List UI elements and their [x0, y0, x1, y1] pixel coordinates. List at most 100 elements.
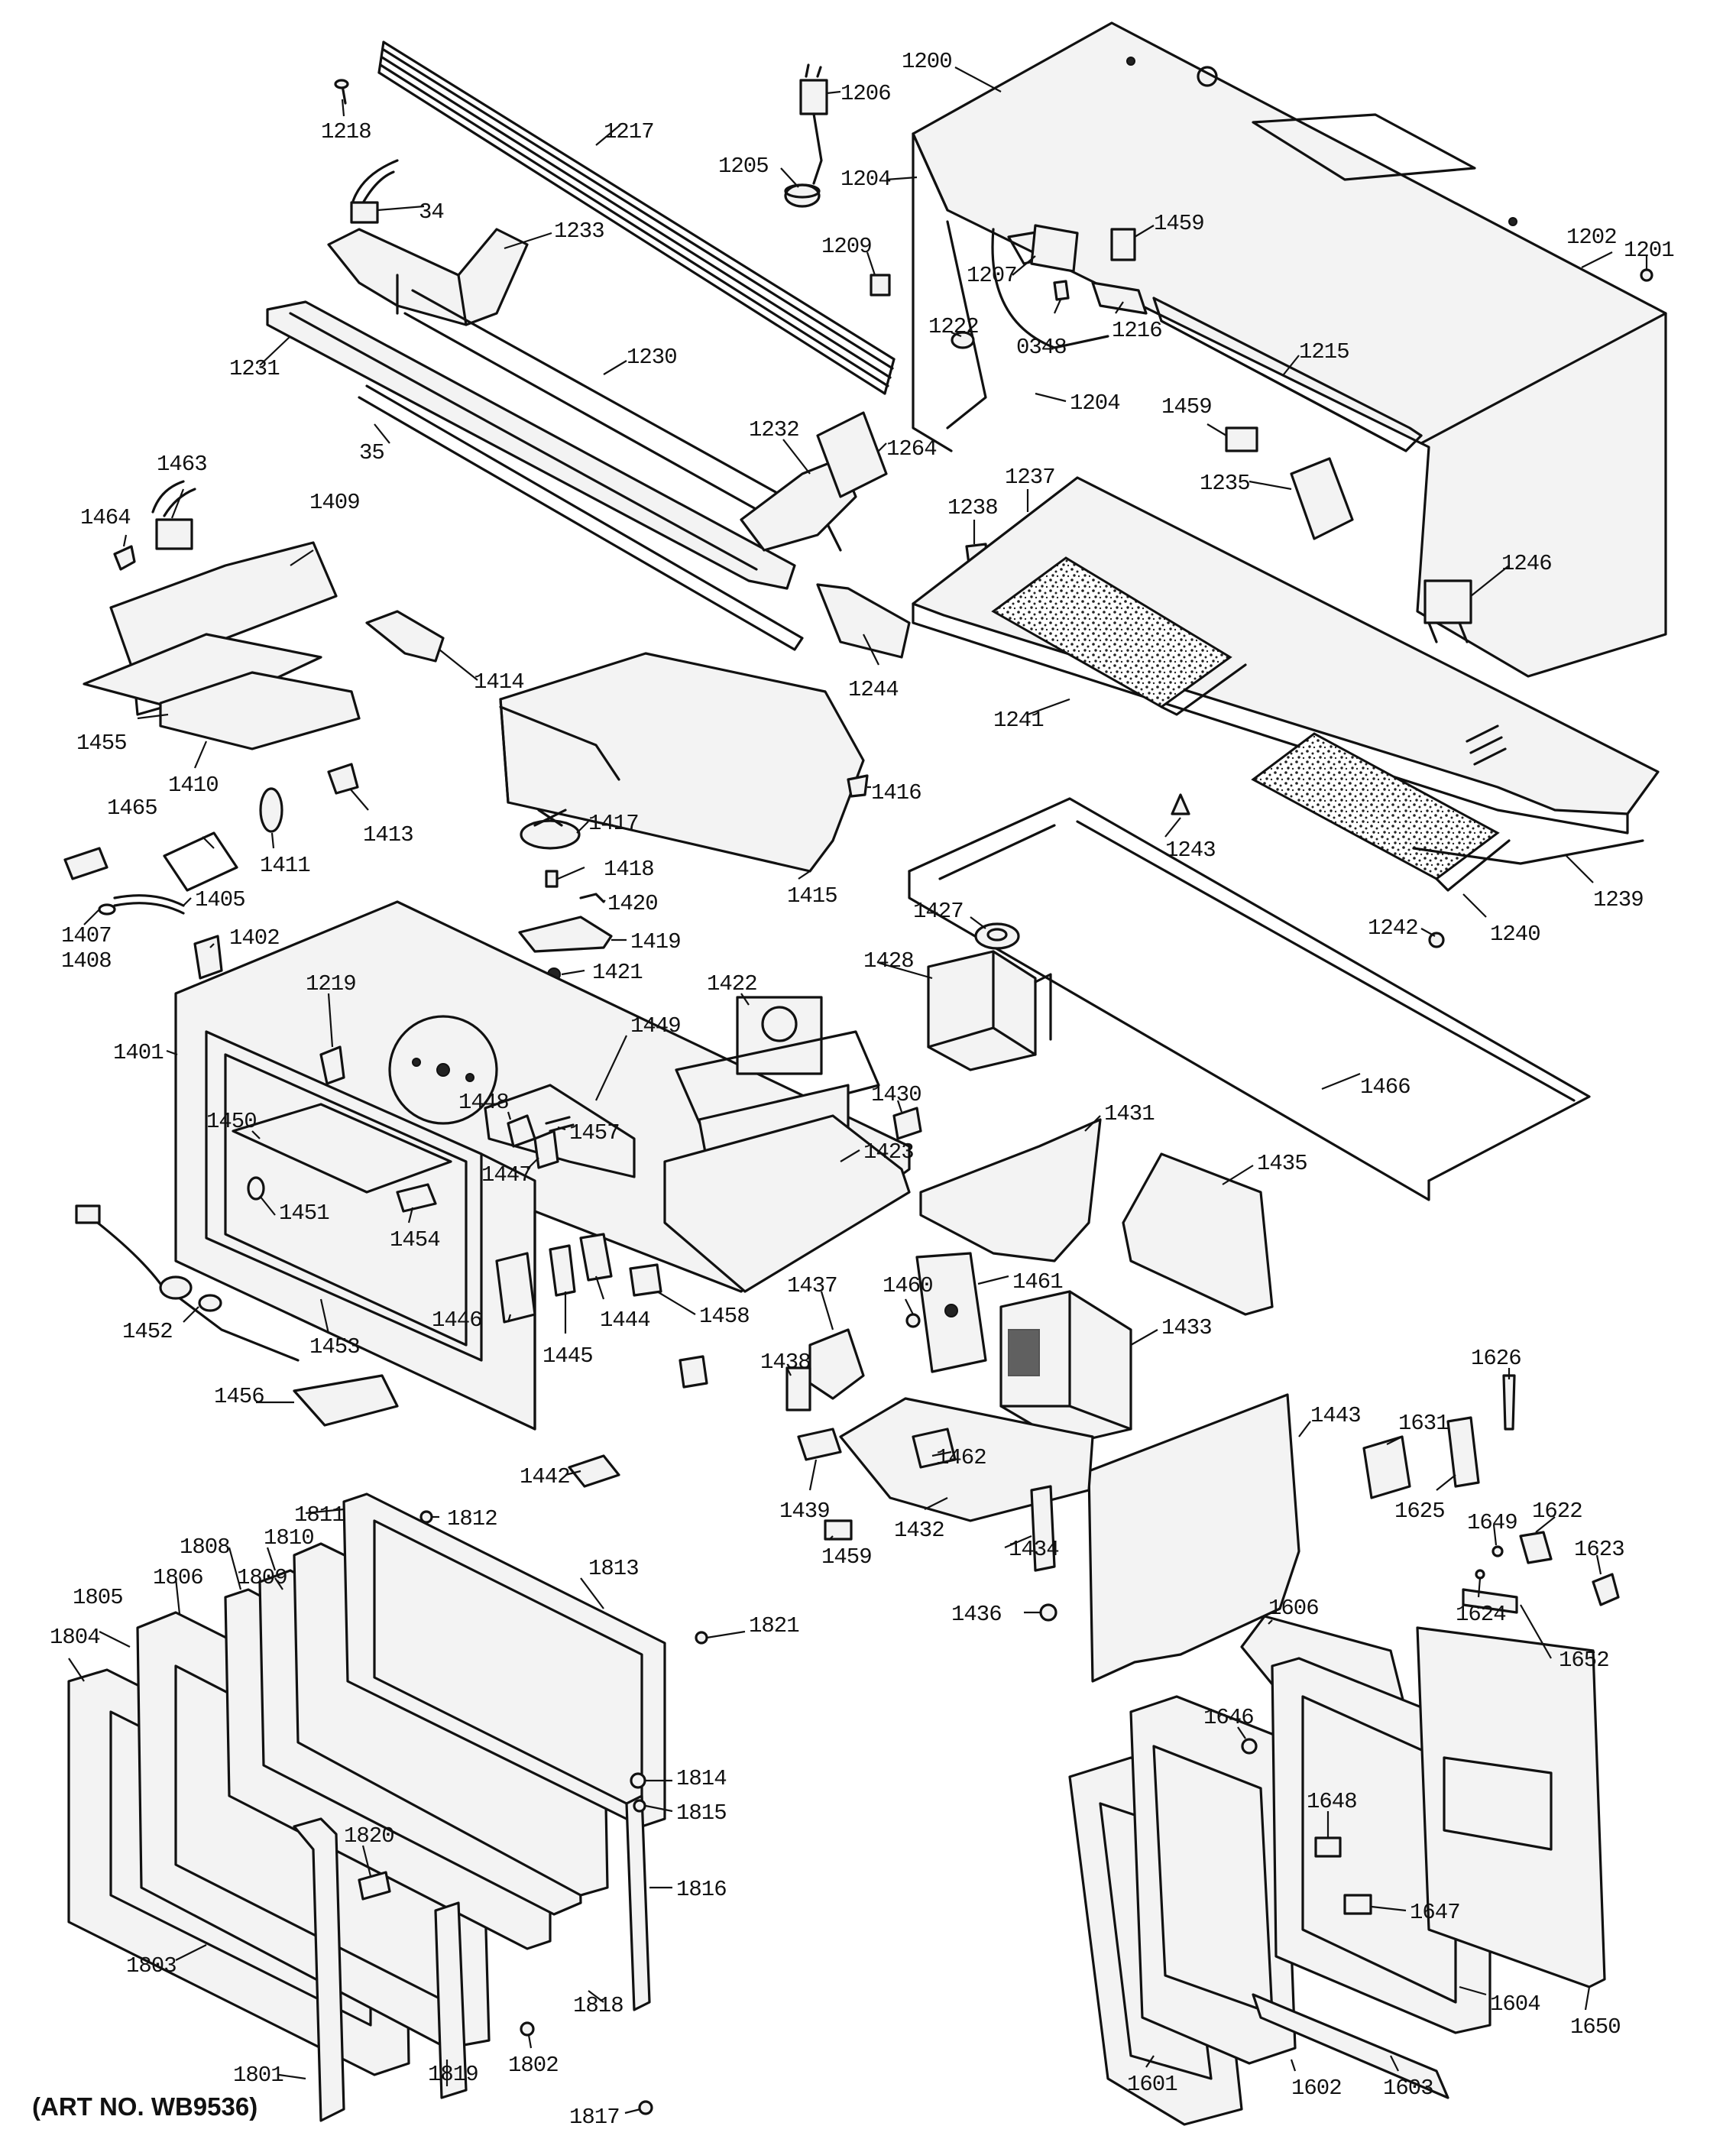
- callout-1648: 1648: [1307, 1789, 1357, 1814]
- callout-1465: 1465: [107, 796, 157, 821]
- callout-1233: 1233: [554, 219, 604, 244]
- callout-1435: 1435: [1257, 1151, 1307, 1176]
- callout-1817: 1817: [569, 2105, 620, 2130]
- callout-1811: 1811: [294, 1502, 345, 1528]
- callout-1813: 1813: [588, 1556, 639, 1581]
- bracket-1264: [816, 411, 888, 498]
- bracket-1402: [193, 935, 223, 980]
- callout-1409: 1409: [309, 490, 360, 515]
- callout-1415: 1415: [787, 883, 837, 909]
- callout-1623: 1623: [1574, 1537, 1624, 1562]
- pin-1418: [545, 870, 559, 888]
- screw-1817: [638, 2100, 653, 2115]
- callout-0348: 0348: [1016, 335, 1067, 360]
- callout-1626: 1626: [1471, 1346, 1521, 1371]
- relay-1459-top: [1110, 228, 1136, 261]
- callout-1456: 1456: [214, 1384, 264, 1409]
- clip-0348: [1053, 280, 1070, 301]
- bracket-1232: [740, 457, 857, 552]
- callout-1230: 1230: [627, 345, 677, 370]
- board-1625: [1446, 1416, 1480, 1488]
- callout-1624: 1624: [1456, 1602, 1506, 1627]
- callout-1414: 1414: [474, 669, 524, 695]
- callout-1646: 1646: [1203, 1705, 1254, 1730]
- callout-1631: 1631: [1398, 1411, 1449, 1436]
- callout-1232: 1232: [749, 417, 799, 442]
- screw-1624: [1475, 1569, 1485, 1580]
- leader-lines: [68, 66, 1648, 2115]
- clip-1219: [319, 1045, 345, 1085]
- thermal-switch-1430: [892, 1107, 922, 1140]
- callout-1466: 1466: [1360, 1074, 1410, 1100]
- screw-1460: [905, 1313, 921, 1328]
- callout-1647: 1647: [1410, 1900, 1460, 1925]
- switch-1623: [1592, 1573, 1620, 1606]
- callout-1455: 1455: [76, 731, 127, 756]
- callout-1463: 1463: [157, 452, 207, 477]
- callout-1806: 1806: [153, 1565, 203, 1590]
- control-board-1650: [1416, 1626, 1606, 1988]
- tray-1450: [232, 1103, 452, 1194]
- callout-1439: 1439: [779, 1499, 830, 1524]
- callout-1446: 1446: [432, 1308, 482, 1333]
- callout-1421: 1421: [592, 960, 643, 985]
- callout-1218: 1218: [321, 119, 371, 144]
- relay-1631: [1362, 1435, 1411, 1499]
- part-1648: [1314, 1836, 1342, 1858]
- callout-1432: 1432: [894, 1518, 944, 1543]
- callout-1451: 1451: [279, 1201, 329, 1226]
- nut-1646: [1241, 1738, 1258, 1755]
- callout-1418: 1418: [604, 857, 654, 882]
- bracket-1235: [1290, 457, 1354, 540]
- washer-1427: [974, 922, 1020, 950]
- callout-1438: 1438: [760, 1350, 811, 1375]
- callout-1812: 1812: [447, 1506, 497, 1531]
- callout-1459-mid: 1459: [1161, 394, 1212, 420]
- callout-1205: 1205: [718, 154, 769, 179]
- bracket-1233: [327, 228, 529, 326]
- callout-1805: 1805: [73, 1585, 123, 1610]
- bracket-1442: [568, 1454, 620, 1488]
- callout-1804: 1804: [50, 1625, 100, 1650]
- bracket-1434: [1030, 1485, 1056, 1572]
- fan-motor-1246: [1423, 579, 1472, 643]
- grommet-1222: [951, 331, 975, 349]
- screw-1814: [630, 1772, 646, 1789]
- callout-1445: 1445: [542, 1343, 593, 1369]
- callout-1433: 1433: [1161, 1315, 1212, 1340]
- callout-1264: 1264: [886, 436, 937, 462]
- callout-1802: 1802: [508, 2053, 559, 2078]
- callout-1204-top: 1204: [840, 167, 891, 192]
- callout-1459-low: 1459: [821, 1544, 872, 1570]
- callout-1401: 1401: [113, 1040, 164, 1065]
- callout-1443: 1443: [1310, 1403, 1361, 1428]
- callout-1464: 1464: [80, 505, 131, 530]
- switch-1622: [1519, 1531, 1553, 1564]
- callout-1459-top: 1459: [1154, 211, 1204, 236]
- callout-1821: 1821: [749, 1613, 799, 1638]
- callout-1603: 1603: [1383, 2076, 1433, 2101]
- callout-1215: 1215: [1299, 339, 1349, 365]
- callout-1407: 1407: [61, 923, 112, 948]
- callout-1231: 1231: [229, 356, 280, 381]
- callout-1242: 1242: [1368, 916, 1418, 941]
- callout-1246: 1246: [1501, 551, 1552, 576]
- callout-1405: 1405: [195, 887, 245, 912]
- air-guide-1431: [919, 1118, 1102, 1262]
- screw-1436: [1039, 1603, 1057, 1622]
- duct-1415: [499, 652, 865, 873]
- part-drawings: [63, 21, 1667, 2126]
- control-window-1602: [1129, 1695, 1297, 2065]
- callout-1604: 1604: [1490, 1992, 1540, 2017]
- callout-1422: 1422: [707, 971, 757, 997]
- callout-1436: 1436: [951, 1602, 1002, 1627]
- callout-1460: 1460: [883, 1273, 933, 1298]
- callout-1417: 1417: [588, 811, 639, 836]
- bracket-1447: [533, 1129, 559, 1169]
- plate-1456: [293, 1374, 399, 1427]
- callout-1652: 1652: [1559, 1648, 1609, 1673]
- callout-1416: 1416: [871, 780, 921, 805]
- screw-1802: [520, 2021, 535, 2037]
- callout-1423: 1423: [863, 1139, 914, 1165]
